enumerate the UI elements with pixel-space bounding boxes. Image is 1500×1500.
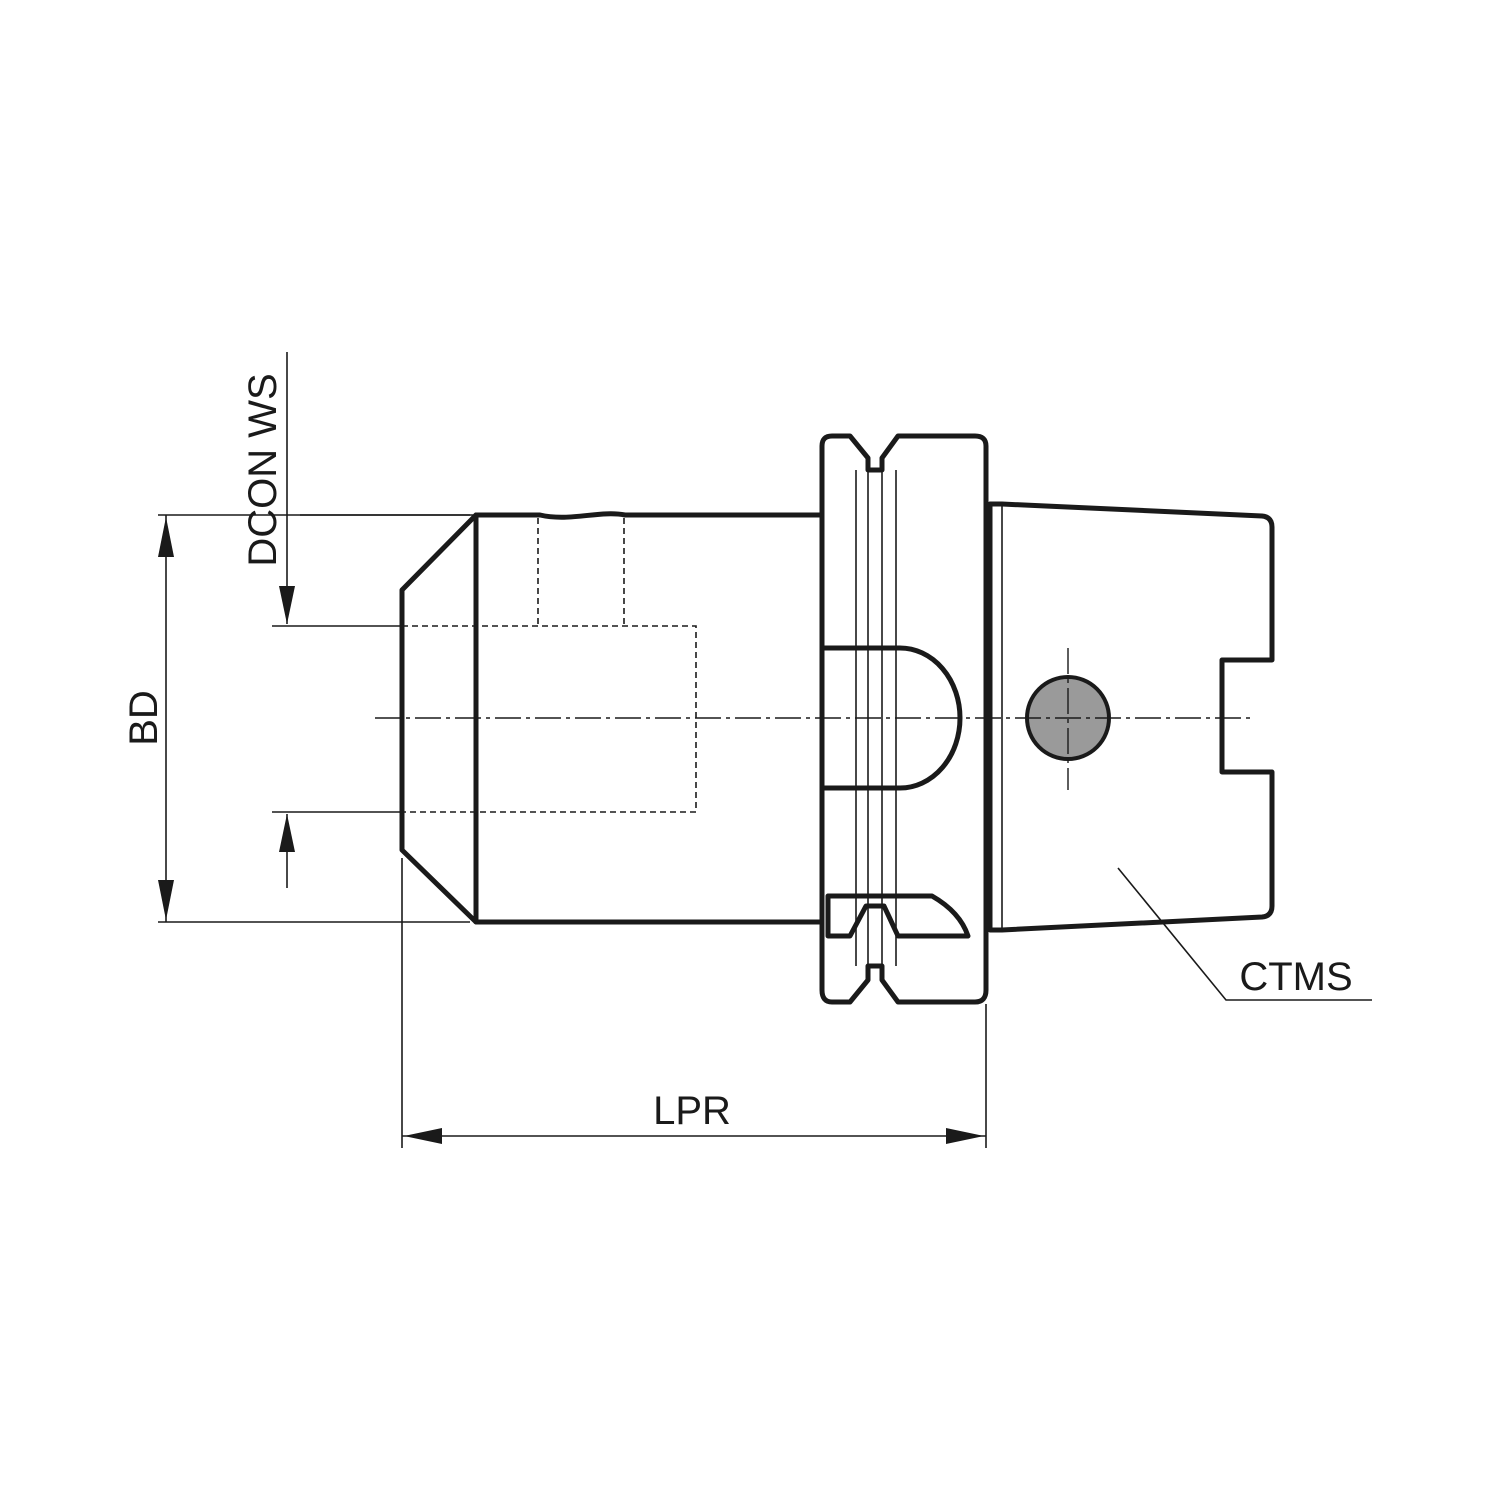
bd-arrow-bottom	[158, 880, 174, 920]
lpr-dimension: LPR	[401, 858, 987, 1148]
dcon-arrow-bottom	[279, 814, 295, 852]
bd-arrow-top	[158, 517, 174, 557]
screw-hidden-line	[537, 518, 625, 626]
ctms-label: CTMS	[1239, 955, 1352, 999]
taper-shank	[987, 501, 1275, 933]
tool-holder-body	[375, 433, 1275, 1005]
orientation-notch	[819, 645, 963, 791]
flange	[819, 433, 989, 1005]
ctms-leader-line	[1117, 867, 1372, 1001]
bore-hidden-line	[402, 625, 697, 813]
dcon-ws-label: DCON WS	[241, 373, 285, 566]
bd-label: BD	[122, 690, 166, 746]
dcon-arrow-top	[279, 586, 295, 624]
ctms-callout: CTMS	[1117, 867, 1372, 1001]
drive-slot	[825, 893, 971, 939]
lpr-arrow-right	[946, 1128, 984, 1144]
lpr-arrow-left	[404, 1128, 442, 1144]
dcon-ws-dimension: DCON WS	[241, 352, 476, 888]
lpr-label: LPR	[653, 1089, 731, 1133]
